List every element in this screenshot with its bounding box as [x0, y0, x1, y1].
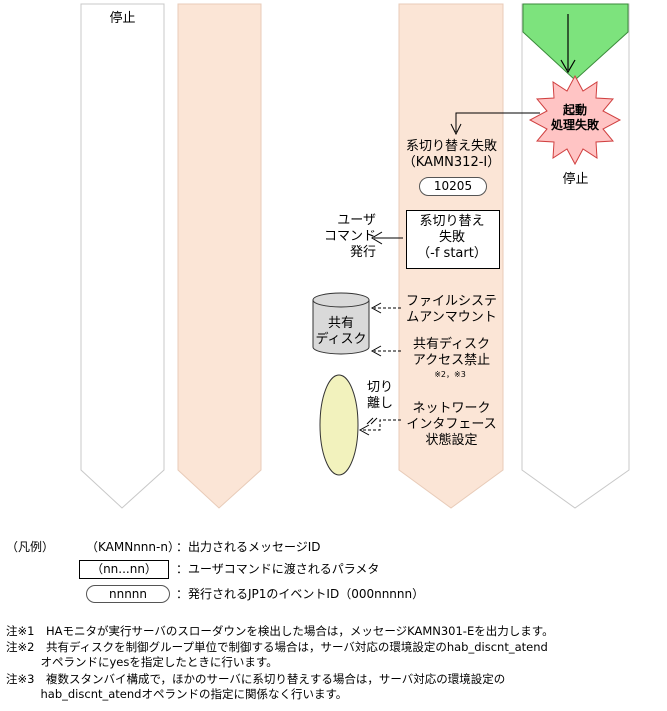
- legend-desc-event: ：発行されるJP1のイベントID（000nnnnn）: [176, 587, 425, 601]
- note-1: 注※1 HAモニタが実行サーバのスローダウンを検出した場合は，メッセージKAMN…: [6, 624, 554, 638]
- shared-disk-label: 共有 ディスク: [315, 316, 367, 347]
- param-box-text: 系切り替え 失敗 （-f start）: [417, 214, 487, 261]
- shared-disk-cylinder: [312, 292, 370, 355]
- lane-2: [177, 3, 262, 509]
- legend-title: （凡例）: [6, 540, 55, 554]
- note-3-line1: 注※3 複数スタンバイ構成で，ほかのサーバに系切り替えする場合は，サーバ対応の環…: [6, 672, 506, 686]
- user-command-arrowhead: [371, 231, 383, 245]
- failure-arrowhead: [450, 123, 462, 136]
- fs-unmount-arrowhead: [370, 302, 382, 314]
- isolate-arrow: [362, 419, 401, 431]
- start-marker: [522, 3, 629, 81]
- network-interface-label: ネットワーク インタフェース 状態設定: [406, 401, 497, 448]
- lane1-status: 停止: [109, 11, 136, 26]
- note-2-line2: オペランドにyesを指定したときに行います。: [6, 655, 278, 669]
- note-3-line2: hab_discnt_atendオペランドの指定に関係なく行います。: [6, 687, 348, 701]
- lane-1: [80, 3, 165, 509]
- param-box: [406, 210, 500, 269]
- failover-failure-message: 系切り替え失敗 （KAMN312-I）: [402, 139, 501, 170]
- isolate-slash-1: [366, 417, 374, 425]
- legend-sample-event: nnnnn: [86, 585, 170, 603]
- isolate-label: 切り 離し: [367, 380, 394, 411]
- note-2-line1: 注※2 共有ディスクを制御グループ単位で制御する場合は，サーバ対応の環境設定のh…: [6, 640, 548, 654]
- legend-sample-param: （nn...nn）: [79, 560, 169, 579]
- disk-access-notes: ※2，※3: [434, 370, 466, 379]
- isolate-arrowhead: [358, 424, 370, 436]
- legend-desc-message: ：出力されるメッセージID: [176, 540, 321, 554]
- disk-ban-arrowhead: [370, 345, 382, 357]
- startup-failure-label: 起動 処理失敗: [550, 103, 599, 132]
- disk-access-ban-label: 共有ディスク アクセス禁止: [412, 337, 491, 368]
- fs-unmount-label: ファイルシステ ムアンマウント: [405, 294, 497, 325]
- isolate-slash-2: [370, 417, 378, 425]
- legend-desc-param: ：ユーザコマンドに渡されるパラメタ: [176, 562, 380, 576]
- legend-sample-message: （KAMNnnn-n）: [86, 540, 180, 554]
- startup-failure-burst: [528, 74, 622, 166]
- network-ellipse: [319, 374, 359, 476]
- start-arrowhead: [560, 59, 576, 74]
- event-id-pill: 10205: [419, 177, 487, 196]
- lane5-status: 停止: [562, 172, 589, 187]
- user-command-label: ユーザ コマンド 発行: [323, 213, 376, 260]
- failure-arrow: [455, 112, 540, 132]
